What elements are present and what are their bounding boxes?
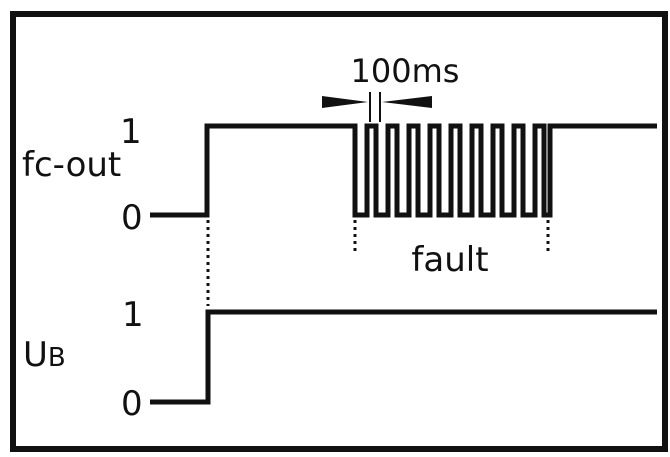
fc-out-waveform — [150, 123, 657, 218]
fc-out-level-1-label: 1 — [120, 112, 142, 152]
ub-signal-label-subscript: B — [48, 343, 66, 373]
pulse-period-label: 100ms — [351, 52, 460, 90]
fault-label: fault — [411, 240, 488, 280]
ub-signal-label-main: U — [23, 335, 48, 375]
ub-signal-label: UB — [23, 335, 66, 375]
dimension-arrow-left — [322, 96, 368, 108]
ub-waveform — [150, 309, 657, 405]
fc-out-level-0-label: 0 — [121, 198, 143, 238]
dimension-arrow-right — [382, 96, 432, 108]
ub-level-1-label: 1 — [122, 295, 144, 335]
diagram-frame — [10, 11, 668, 452]
ub-level-0-label: 0 — [121, 384, 143, 424]
fc-out-signal-label: fc-out — [22, 145, 121, 185]
